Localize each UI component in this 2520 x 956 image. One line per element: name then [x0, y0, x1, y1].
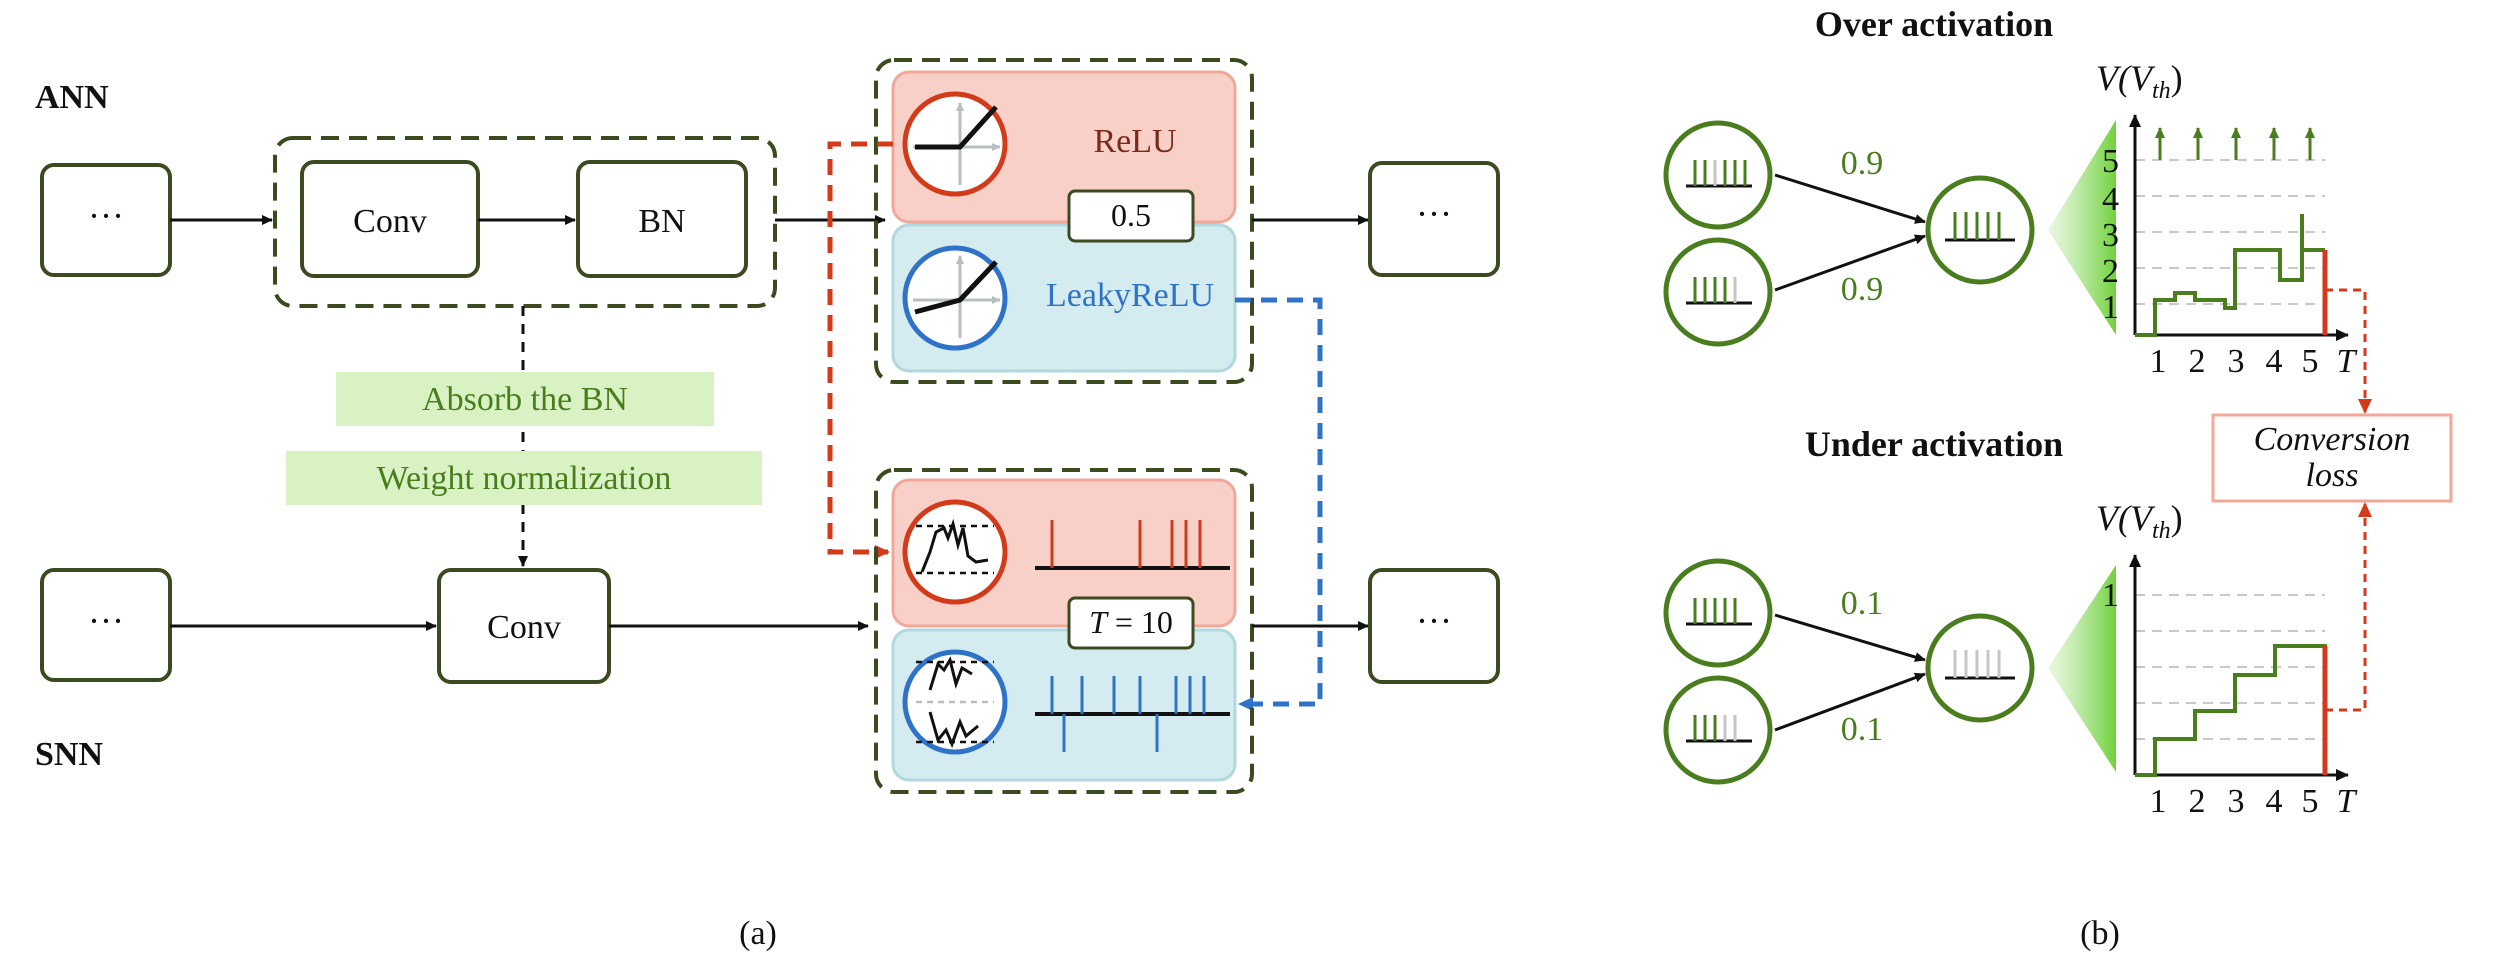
timesteps-label: T = 10	[1089, 604, 1173, 640]
ann-output-block	[1368, 161, 1500, 277]
if-neuron-icon	[902, 499, 1008, 605]
caption-a: (a)	[739, 915, 777, 952]
weight-norm-box	[286, 451, 762, 505]
over-y-tick-3: 3	[2102, 217, 2119, 254]
leaky-relu-label: LeakyReLU	[1046, 277, 1214, 314]
over-spike-arrows	[2155, 127, 2315, 160]
over-x-tick-5: 5	[2302, 343, 2319, 380]
snn-conv-label: Conv	[487, 609, 561, 646]
under-weight-1: 0.1	[1841, 585, 1884, 622]
over-activation-network	[1663, 120, 2116, 347]
relu-icon	[902, 91, 1008, 197]
threshold-badge	[1067, 189, 1195, 243]
under-y-tick-1: 1	[2102, 577, 2119, 614]
spiking-group	[874, 468, 1254, 794]
snn-output-ellipsis: ···	[1416, 601, 1452, 641]
under-membrane-trace	[2135, 644, 2327, 777]
over-x-tick-2: 2	[2189, 343, 2206, 380]
under-y-axis-label: V(Vth)	[2096, 498, 2183, 544]
over-weight-2: 0.9	[1841, 271, 1884, 308]
over-x-axis-label: T	[2337, 343, 2358, 380]
under-cone	[2048, 565, 2116, 772]
ann-label: ANN	[35, 79, 109, 116]
over-y-tick-1: 1	[2102, 289, 2119, 326]
under-input-neuron-1	[1663, 558, 1773, 668]
over-cone	[2048, 120, 2116, 335]
under-activation-network	[1663, 558, 2116, 785]
under-activation-chart	[2129, 554, 2349, 781]
ann-conv-label: Conv	[353, 203, 427, 240]
caption-b: (b)	[2080, 915, 2120, 952]
absorb-bn-label: Absorb the BN	[422, 381, 628, 418]
over-x-tick-3: 3	[2228, 343, 2245, 380]
over-activation-chart	[2129, 114, 2349, 341]
under-x-tick-4: 4	[2266, 783, 2283, 820]
leaky-spike-train	[1050, 676, 1206, 752]
threshold-value: 0.5	[1111, 197, 1151, 233]
absorb-bn-box	[336, 372, 714, 426]
conversion-loss-line1: Conversion	[2254, 421, 2411, 458]
under-to-loss-arrow	[2325, 502, 2372, 712]
over-input-neuron-1	[1663, 120, 1773, 230]
over-x-tick-4: 4	[2266, 343, 2283, 380]
relu-label: ReLU	[1093, 123, 1176, 160]
over-activation-title: Over activation	[1815, 4, 2053, 44]
under-x-axis-label: T	[2337, 783, 2358, 820]
conversion-loss-line2: loss	[2306, 457, 2359, 494]
over-y-tick-5: 5	[2102, 143, 2119, 180]
timesteps-badge	[1067, 596, 1195, 650]
over-y-tick-2: 2	[2102, 253, 2119, 290]
over-membrane-trace	[2135, 214, 2325, 337]
snn-label: SNN	[35, 736, 103, 773]
over-output-neuron	[1925, 175, 2035, 285]
relu-to-spike-arrow	[827, 141, 893, 559]
under-x-tick-3: 3	[2228, 783, 2245, 820]
conversion-loss-box	[2211, 413, 2453, 503]
leaky-relu-icon	[902, 245, 1008, 351]
ann-output-ellipsis: ···	[1416, 194, 1452, 234]
under-x-tick-2: 2	[2189, 783, 2206, 820]
snn-input-ellipsis: ···	[88, 601, 124, 641]
leaky-to-spike-arrow	[1235, 297, 1323, 711]
under-input-neuron-2	[1663, 675, 1773, 785]
weight-norm-label: Weight normalization	[377, 460, 672, 497]
over-x-tick-1: 1	[2150, 343, 2167, 380]
relu-spike-train	[1050, 520, 1202, 568]
ann-bn-label: BN	[638, 203, 685, 240]
conv-bn-group	[273, 136, 777, 308]
snn-output-block	[1368, 568, 1500, 684]
under-activation-title: Under activation	[1805, 424, 2063, 464]
under-x-tick-5: 5	[2302, 783, 2319, 820]
ann-bn-block	[576, 160, 748, 278]
over-input-neuron-2	[1663, 237, 1773, 347]
over-y-axis-label: V(Vth)	[2096, 58, 2183, 104]
ann-input-ellipsis: ···	[88, 196, 124, 236]
under-x-tick-1: 1	[2150, 783, 2167, 820]
under-weight-2: 0.1	[1841, 711, 1884, 748]
over-y-tick-4: 4	[2102, 181, 2119, 218]
over-weight-1: 0.9	[1841, 145, 1884, 182]
under-output-neuron	[1925, 613, 2035, 723]
